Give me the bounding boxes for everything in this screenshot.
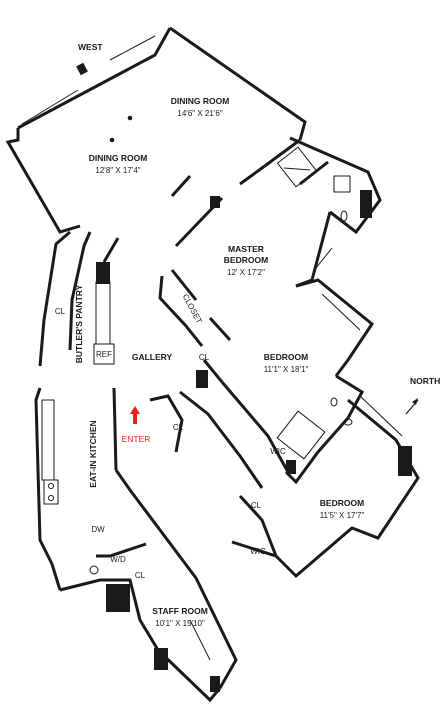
staff-inner xyxy=(96,542,147,558)
dining-room-large-dims: 14'6" X 21'6" xyxy=(177,109,222,118)
north-label: NORTH xyxy=(410,376,440,386)
master-south-wall xyxy=(295,211,332,288)
column-2 xyxy=(210,196,220,208)
column-7 xyxy=(398,446,412,476)
toilet-1 xyxy=(340,210,348,222)
column-9 xyxy=(154,648,168,670)
west-label: WEST xyxy=(78,42,103,52)
wic-label-1: WIC xyxy=(270,447,286,456)
dining-room-small-dims: 12'8" X 17'4" xyxy=(95,166,140,175)
burner-1 xyxy=(48,483,54,489)
staff-room-name: STAFF ROOM xyxy=(152,606,208,616)
bedroom2-walls xyxy=(274,398,420,579)
window-west xyxy=(21,89,79,125)
bedroom-1-dims: 11'1" X 18'1" xyxy=(264,365,309,374)
bath-walls xyxy=(289,136,382,235)
washer xyxy=(89,565,99,575)
window-north xyxy=(109,35,156,61)
staff-west-wall xyxy=(59,578,222,703)
closet-label: CLOSET xyxy=(181,293,204,326)
pantry-walls xyxy=(38,230,71,367)
bath2-walls xyxy=(284,374,364,485)
shower xyxy=(276,146,318,188)
enter-label: ENTER xyxy=(122,434,151,444)
cl-label-entry: CL xyxy=(173,423,184,432)
dining-room-small-name: DINING ROOM xyxy=(89,153,148,163)
gallery-inner-wall xyxy=(102,237,120,263)
windows xyxy=(21,35,403,661)
wall-accents xyxy=(76,62,412,692)
kitchen-divider xyxy=(112,387,118,471)
dining-room-large-name: DINING ROOM xyxy=(171,96,230,106)
column-10 xyxy=(210,676,220,692)
bath-sink xyxy=(333,175,351,193)
shower-x1 xyxy=(283,167,311,171)
gallery-west-wall xyxy=(68,231,92,351)
dining-east-wall xyxy=(169,26,307,141)
burner-2 xyxy=(48,495,54,501)
dining-north-wall xyxy=(17,27,172,130)
wic-walls xyxy=(231,494,279,559)
column-1 xyxy=(76,62,88,76)
column-4 xyxy=(196,370,208,388)
dw-label: DW xyxy=(91,525,105,534)
dining-dot-2 xyxy=(109,137,115,143)
bedroom1-south xyxy=(220,381,290,473)
toilet-2 xyxy=(330,397,338,407)
gallery-east-wall xyxy=(170,269,198,301)
master-bedroom-name: MASTER xyxy=(228,244,264,254)
walls xyxy=(5,26,420,703)
dining-dot-1 xyxy=(127,115,133,121)
window-staff xyxy=(189,619,211,661)
column-6 xyxy=(286,460,296,474)
bedroom-2-dims: 11'5" X 17'7" xyxy=(320,511,365,520)
cl-label-gallery: CL xyxy=(199,353,210,362)
sink-2 xyxy=(343,418,353,426)
bedroom-2-name: BEDROOM xyxy=(320,498,364,508)
bedroom1-walls xyxy=(295,278,375,377)
north-arrow-head xyxy=(412,398,418,405)
ref-label: REF xyxy=(96,350,112,359)
window-master xyxy=(315,247,333,269)
north-arrow xyxy=(405,398,419,415)
enter-arrow xyxy=(130,406,140,424)
window-bed2 xyxy=(359,395,403,437)
column-8 xyxy=(106,584,130,612)
column-3 xyxy=(96,262,110,284)
master-bedroom-dims: 12' X 17'2" xyxy=(227,268,265,277)
bedroom1-west xyxy=(202,359,224,383)
staff-room-dims: 10'1" X 15'10" xyxy=(155,619,205,628)
staff-east-wall xyxy=(114,469,238,689)
cl-label-pantry: CL xyxy=(55,307,66,316)
master-bedroom-name-2: BEDROOM xyxy=(224,255,268,265)
gallery-name: GALLERY xyxy=(132,352,173,362)
dining-exterior-wall xyxy=(5,128,81,234)
wd-label: W/D xyxy=(110,555,126,564)
column-5 xyxy=(360,190,372,218)
cl-label-bedroom: CL xyxy=(251,501,262,510)
kitchen-counter xyxy=(41,399,55,481)
pantry-name: BUTLER'S PANTRY xyxy=(74,284,84,363)
kitchen-name: EAT-IN KITCHEN xyxy=(88,420,98,487)
wic-label-2: WIC xyxy=(250,547,266,556)
bedroom-1-name: BEDROOM xyxy=(264,352,308,362)
closet-wall xyxy=(158,275,204,347)
gallery-south-walls xyxy=(179,390,264,489)
tub xyxy=(276,410,326,460)
window-bed1 xyxy=(321,293,361,331)
dining-partition xyxy=(170,174,192,198)
fixtures xyxy=(41,115,353,575)
pantry-counter xyxy=(95,281,111,345)
closet-divider xyxy=(208,316,232,342)
kitchen-walls xyxy=(34,387,62,591)
dining-mid-wall xyxy=(239,138,301,186)
cl-label-staff: CL xyxy=(135,571,146,580)
entry-walls xyxy=(149,394,184,453)
